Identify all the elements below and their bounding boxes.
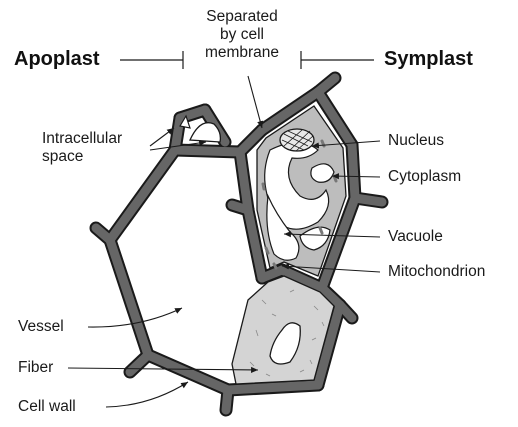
separator-line-3: membrane <box>186 44 298 62</box>
apoplast-heading: Apoplast <box>14 48 100 70</box>
intracellular-line-2: space <box>42 148 122 166</box>
separator-line-2: by cell <box>186 26 298 44</box>
nucleus-label: Nucleus <box>388 132 444 150</box>
intracellular-space-label: Intracellular space <box>42 130 122 166</box>
separator-line-1: Separated <box>186 8 298 26</box>
fiber-label: Fiber <box>18 359 53 377</box>
symplast-heading: Symplast <box>384 48 473 70</box>
separator-label: Separated by cell membrane <box>186 8 298 62</box>
cell-wall-leader <box>106 382 188 407</box>
mitochondrion-label: Mitochondrion <box>388 263 485 281</box>
intracellular-line-1: Intracellular <box>42 130 122 148</box>
vacuole-label: Vacuole <box>388 228 443 246</box>
membrane-leader <box>248 76 262 128</box>
vessel-label: Vessel <box>18 318 64 336</box>
nucleus-shape <box>280 129 314 151</box>
cytoplasm-label: Cytoplasm <box>388 168 461 186</box>
cell-wall-label: Cell wall <box>18 398 76 416</box>
